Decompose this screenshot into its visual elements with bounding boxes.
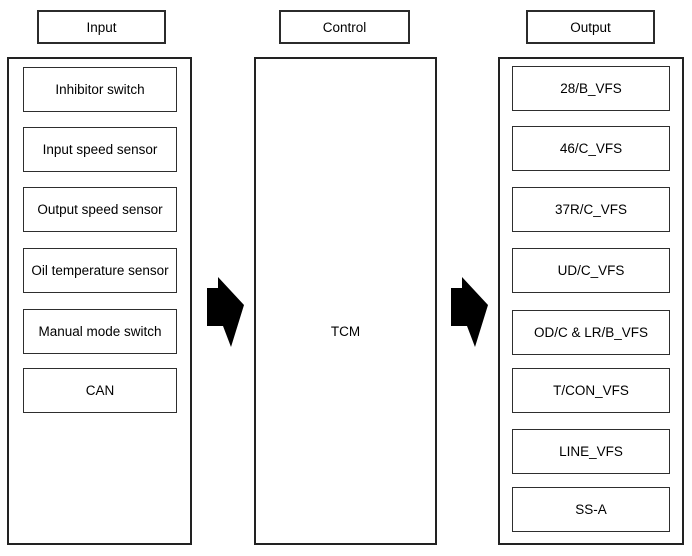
block-arrow-input-to-control-icon	[207, 271, 245, 349]
input-item-box: Manual mode switch	[23, 309, 177, 354]
output-item-box: 37R/C_VFS	[512, 187, 670, 232]
output-item-box: T/CON_VFS	[512, 368, 670, 413]
output-item-box: 28/B_VFS	[512, 66, 670, 111]
control-column-header-label: Control	[322, 19, 367, 35]
control-column-header: Control	[279, 10, 410, 44]
input-item-box: Oil temperature sensor	[23, 248, 177, 293]
output-item-box: SS-A	[512, 487, 670, 532]
output-column-header-label: Output	[570, 19, 611, 35]
output-item-box: UD/C_VFS	[512, 248, 670, 293]
output-item-box: OD/C & LR/B_VFS	[512, 310, 670, 355]
input-item-box: Output speed sensor	[23, 187, 177, 232]
input-column-header-label: Input	[86, 19, 117, 35]
output-item-box: 46/C_VFS	[512, 126, 670, 171]
output-item-box: LINE_VFS	[512, 429, 670, 474]
block-arrow-control-to-output-icon	[451, 271, 489, 349]
input-item-box: Inhibitor switch	[23, 67, 177, 112]
control-column-container	[254, 57, 437, 545]
input-item-box: Input speed sensor	[23, 127, 177, 172]
output-column-header: Output	[526, 10, 655, 44]
input-item-box: CAN	[23, 368, 177, 413]
tcm-label: TCM	[330, 324, 361, 339]
input-column-header: Input	[37, 10, 166, 44]
